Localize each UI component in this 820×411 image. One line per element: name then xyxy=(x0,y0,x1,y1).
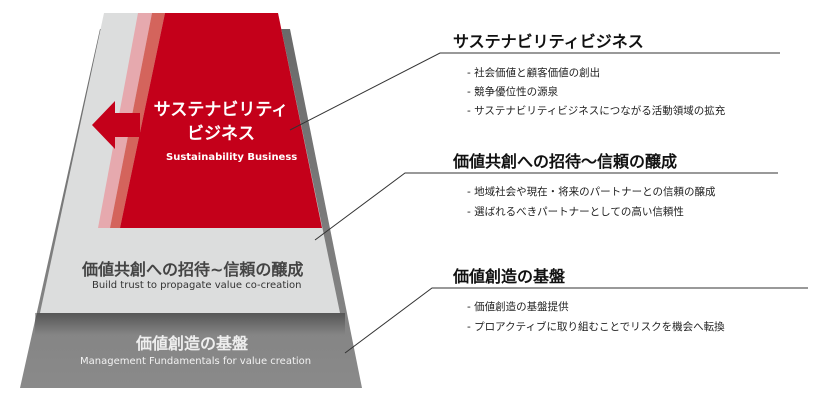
bullet-item: 社会価値と顧客価値の創出 xyxy=(467,65,600,80)
bullet-item: 価値創造の基盤提供 xyxy=(467,299,569,314)
base-layer-title: 価値創造の基盤 xyxy=(136,334,249,353)
bullet-item: 地域社会や現在・将来のパートナーとの信頼の醸成 xyxy=(467,184,715,199)
middle-layer-title: 価値共創への招待~信頼の醸成 xyxy=(82,260,304,279)
section-heading: 価値創造の基盤 xyxy=(453,267,566,286)
top-layer-subtitle: Sustainability Business xyxy=(166,152,298,163)
leader-line-2 xyxy=(314,172,778,241)
bullet-item: プロアクティブに取り組むことでリスクを機会へ転換 xyxy=(467,319,725,334)
base-layer-subtitle: Management Fundamentals for value creati… xyxy=(80,356,312,367)
top-layer xyxy=(120,13,322,228)
section-heading: 価値共創への招待～信頼の醸成 xyxy=(453,152,678,171)
bullet-item: サステナビリティビジネスにつながる活動領域の拡充 xyxy=(467,103,725,118)
top-layer-title-2: ビジネス xyxy=(187,124,255,144)
leader-line-1 xyxy=(289,52,780,131)
bullet-item: 競争優位性の源泉 xyxy=(467,84,558,99)
middle-layer-subtitle: Build trust to propagate value co-creati… xyxy=(92,280,302,291)
section-heading: サステナビリティビジネス xyxy=(453,32,644,51)
arrow-left-icon xyxy=(92,101,140,149)
bullet-item: 選ばれるべきパートナーとしての高い信頼性 xyxy=(467,204,684,219)
leader-line-3 xyxy=(344,287,808,354)
top-layer-title-1: サステナビリティ xyxy=(153,100,289,120)
